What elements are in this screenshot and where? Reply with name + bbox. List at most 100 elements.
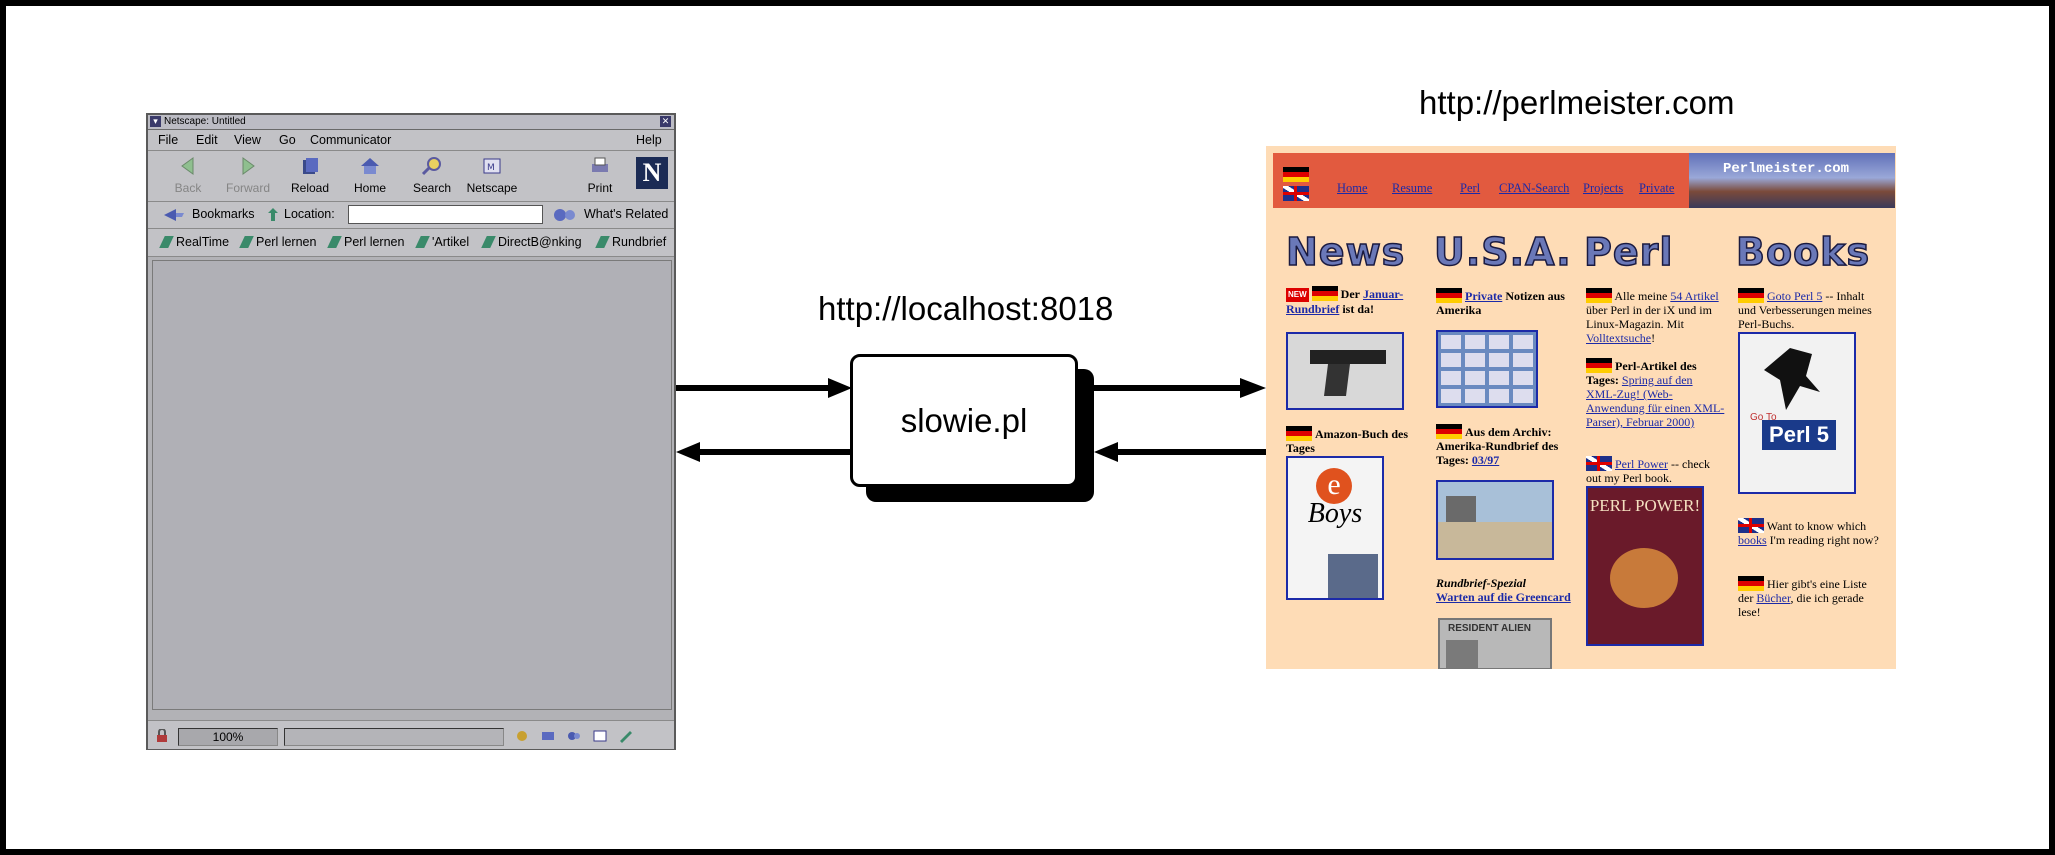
perl-power-book-cover[interactable]: PERL POWER! xyxy=(1586,486,1704,646)
perl-heading: Perl xyxy=(1583,229,1674,275)
greencard-link[interactable]: Warten auf die Greencard xyxy=(1436,590,1571,604)
nav-perl-link[interactable]: Perl xyxy=(1460,181,1481,195)
menu-view[interactable]: View xyxy=(234,133,261,147)
pistol-image[interactable] xyxy=(1286,332,1404,410)
bookmark-rundbrief[interactable]: Rundbrief xyxy=(595,235,666,249)
german-flag-icon xyxy=(1311,286,1338,301)
whats-related-button[interactable]: What's Related xyxy=(584,207,669,221)
menu-edit[interactable]: Edit xyxy=(196,133,218,147)
perlmeister-page: Home Resume Perl CPAN-Search Projects Pr… xyxy=(1266,146,1896,669)
remote-url-label: http://perlmeister.com xyxy=(1419,84,1735,121)
bookmarks-icon xyxy=(164,209,184,221)
books-heading: Books xyxy=(1735,229,1871,275)
composer-icon[interactable] xyxy=(592,729,608,743)
discussion-icon[interactable] xyxy=(566,729,582,743)
browser-content-area[interactable] xyxy=(152,260,672,710)
german-flag-icon xyxy=(1286,426,1312,441)
menu-communicator[interactable]: Communicator xyxy=(310,133,392,147)
response-arrow-server-to-client xyxy=(676,442,852,462)
america-photo-collage[interactable] xyxy=(1436,330,1538,408)
books-link[interactable]: books xyxy=(1738,533,1767,547)
buecher-link[interactable]: Bücher xyxy=(1756,591,1791,605)
back-button[interactable]: Back xyxy=(160,153,216,199)
perl-item-artikel: Alle meine 54 Artikel über Perl in der i… xyxy=(1586,288,1719,345)
bookmark-artikel[interactable]: 'Artikel xyxy=(415,235,469,249)
goto-perl-5-link[interactable]: Goto Perl 5 xyxy=(1767,289,1823,303)
bookmark-realtime[interactable]: RealTime xyxy=(159,235,229,249)
request-arrow-server-to-remote xyxy=(1094,378,1266,398)
goto-perl-5-book-cover[interactable]: Go To Perl 5 xyxy=(1738,332,1856,494)
januar-rundbrief-link[interactable]: Januar-Rundbrief xyxy=(1286,287,1404,316)
server-box: slowie.pl xyxy=(850,354,1078,487)
bookmark-perl-lernen-1[interactable]: Perl lernen xyxy=(239,235,316,249)
perl-power-link[interactable]: Perl Power xyxy=(1615,457,1668,471)
nav-cpan-search-link[interactable]: CPAN-Search xyxy=(1499,181,1570,195)
reload-icon xyxy=(303,158,318,174)
perl-item-perl-power: Perl Power -- check out my Perl book. xyxy=(1586,456,1710,485)
location-icon xyxy=(268,208,278,221)
xml-zug-link[interactable]: Spring auf den XML-Zug! (Web-Anwendung f… xyxy=(1586,373,1725,429)
eboys-book-cover[interactable]: e Boys xyxy=(1286,456,1384,600)
personal-toolbar: RealTime Perl lernen Perl lernen 'Artike… xyxy=(148,229,674,257)
german-flag-icon xyxy=(1738,576,1764,591)
usa-item-greencard: Rundbrief-Spezial Warten auf die Greenca… xyxy=(1436,576,1571,604)
bookmarks-button[interactable]: Bookmarks xyxy=(192,207,255,221)
window-menu-icon[interactable]: ▾ xyxy=(150,116,161,127)
beach-photo[interactable] xyxy=(1436,480,1554,560)
german-flag-icon xyxy=(1436,424,1462,439)
print-button[interactable]: Print xyxy=(572,153,628,199)
netscape-icon: M xyxy=(483,158,501,174)
edit-icon[interactable] xyxy=(618,729,634,743)
uk-flag-icon xyxy=(1586,456,1612,471)
menu-go[interactable]: Go xyxy=(279,133,296,147)
location-input[interactable] xyxy=(348,205,543,224)
svg-text:M: M xyxy=(487,163,495,173)
books-item-goto-perl: Goto Perl 5 -- Inhalt und Verbesserungen… xyxy=(1738,288,1872,331)
netscape-logo[interactable]: N xyxy=(636,157,668,189)
reload-button[interactable]: Reload xyxy=(282,153,338,199)
54-artikel-link[interactable]: 54 Artikel xyxy=(1670,289,1719,303)
home-button[interactable]: Home xyxy=(342,153,398,199)
bookmark-directbanking[interactable]: DirectB@nking xyxy=(481,235,582,249)
navigator-icon[interactable] xyxy=(514,729,530,743)
location-toolbar: Bookmarks Location: What's Related xyxy=(148,202,674,229)
german-flag-icon[interactable] xyxy=(1283,167,1309,182)
mail-icon[interactable] xyxy=(540,729,556,743)
nav-resume-link[interactable]: Resume xyxy=(1392,181,1433,195)
whats-related-icon xyxy=(554,209,575,221)
news-item-rundbrief: NEW Der Januar-Rundbrief ist da! xyxy=(1286,286,1404,316)
nav-private-link[interactable]: Private xyxy=(1639,181,1675,195)
menu-file[interactable]: File xyxy=(158,133,179,147)
window-close-icon[interactable]: ✕ xyxy=(660,116,671,127)
security-lock-icon[interactable] xyxy=(154,729,170,743)
rundbrief-03-97-link[interactable]: 03/97 xyxy=(1471,453,1500,467)
window-titlebar[interactable]: ▾ Netscape: Untitled ✕ xyxy=(148,115,674,130)
netscape-button[interactable]: M Netscape xyxy=(464,153,520,199)
news-item-amazon: Amazon-Buch des Tages xyxy=(1286,426,1409,455)
usa-item-archiv: Aus dem Archiv: Amerika-Rundbrief des Ta… xyxy=(1436,424,1559,467)
new-badge: NEW xyxy=(1286,288,1309,302)
print-icon xyxy=(592,157,608,172)
nav-projects-link[interactable]: Projects xyxy=(1583,181,1624,195)
resident-alien-card[interactable]: RESIDENT ALIEN xyxy=(1438,618,1552,669)
private-link[interactable]: Private xyxy=(1465,289,1503,303)
forward-button[interactable]: Forward xyxy=(220,153,276,199)
volltextsuche-link[interactable]: Volltextsuche xyxy=(1586,331,1652,345)
german-flag-icon xyxy=(1586,288,1612,303)
perl-item-des-tages: Perl-Artikel des Tages: Spring auf den X… xyxy=(1586,358,1725,429)
navigation-toolbar: Back Forward Reload Home Search M Netsca… xyxy=(148,151,674,202)
back-icon xyxy=(181,157,194,175)
menu-help[interactable]: Help xyxy=(636,133,662,147)
forward-icon xyxy=(242,157,255,175)
localhost-url-label: http://localhost:8018 xyxy=(818,290,1114,327)
response-arrow-remote-to-server xyxy=(1094,442,1266,462)
status-bar: 100% xyxy=(148,720,674,749)
bookmark-perl-lernen-2[interactable]: Perl lernen xyxy=(327,235,404,249)
nav-home-link[interactable]: Home xyxy=(1337,181,1368,195)
location-label: Location: xyxy=(284,207,335,221)
books-item-buecher: Hier gibt's eine Liste der Bücher, die i… xyxy=(1738,576,1867,619)
uk-flag-icon[interactable] xyxy=(1283,186,1309,201)
zoom-level: 100% xyxy=(178,728,278,746)
german-flag-icon xyxy=(1436,288,1462,303)
search-button[interactable]: Search xyxy=(404,153,460,199)
